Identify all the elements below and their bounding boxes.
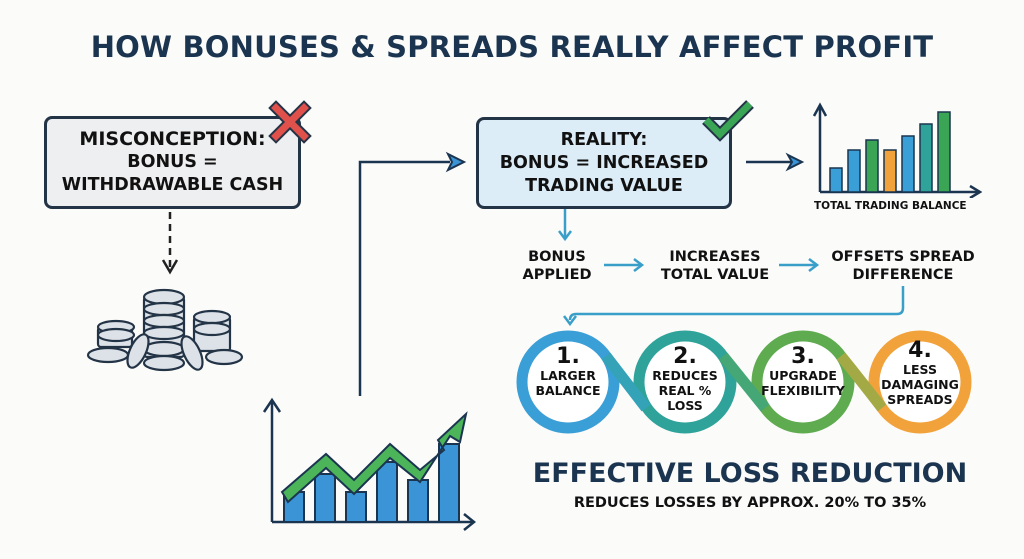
step-bonus-applied: BONUS APPLIED xyxy=(522,249,592,283)
circle-item-2: 2. REDUCES REAL % LOSS xyxy=(652,344,718,414)
misconception-line: WITHDRAWABLE CASH xyxy=(61,175,284,195)
balance-chart-label: TOTAL TRADING BALANCE xyxy=(814,200,967,212)
circle-item-3: 3. UPGRADE FLEXIBILITY xyxy=(761,344,845,399)
arrow-right-icon xyxy=(746,152,805,172)
benefit-circles xyxy=(516,330,972,434)
arrow-down-icon xyxy=(558,209,572,242)
page-title: HOW BONUSES & SPREADS REALLY AFFECT PROF… xyxy=(90,30,934,64)
return-connector xyxy=(563,286,905,326)
misconception-line: MISCONCEPTION: xyxy=(79,128,266,150)
arrow-right-icon xyxy=(604,258,645,272)
misconception-line: BONUS = xyxy=(127,152,218,172)
check-mark-icon xyxy=(702,100,754,142)
growth-chart-icon xyxy=(262,397,477,531)
connector-arrow xyxy=(358,151,467,396)
reality-line: TRADING VALUE xyxy=(525,175,683,196)
circle-item-1: 1. LARGER BALANCE xyxy=(535,344,601,399)
x-mark-icon xyxy=(268,100,312,144)
reality-box: REALITY: BONUS = INCREASED TRADING VALUE xyxy=(476,117,732,209)
reality-line: REALITY: xyxy=(560,129,648,150)
coins-stack-icon xyxy=(86,288,244,372)
step-increases-total-value: INCREASES TOTAL VALUE xyxy=(660,249,770,283)
circle-item-4: 4. LESS DAMAGING SPREADS xyxy=(881,338,959,408)
conclusion-heading: EFFECTIVE LOSS REDUCTION xyxy=(532,458,968,489)
step-offsets-spread-difference: OFFSETS SPREAD DIFFERENCE xyxy=(831,249,975,283)
reality-line: BONUS = INCREASED xyxy=(499,152,709,173)
dashed-arrow-down-icon xyxy=(161,212,179,275)
arrow-right-icon xyxy=(779,258,820,272)
balance-bar-chart xyxy=(812,102,982,198)
misconception-box: MISCONCEPTION: BONUS = WITHDRAWABLE CASH xyxy=(44,116,301,209)
conclusion-subtext: REDUCES LOSSES BY APPROX. 20% TO 35% xyxy=(573,495,927,511)
